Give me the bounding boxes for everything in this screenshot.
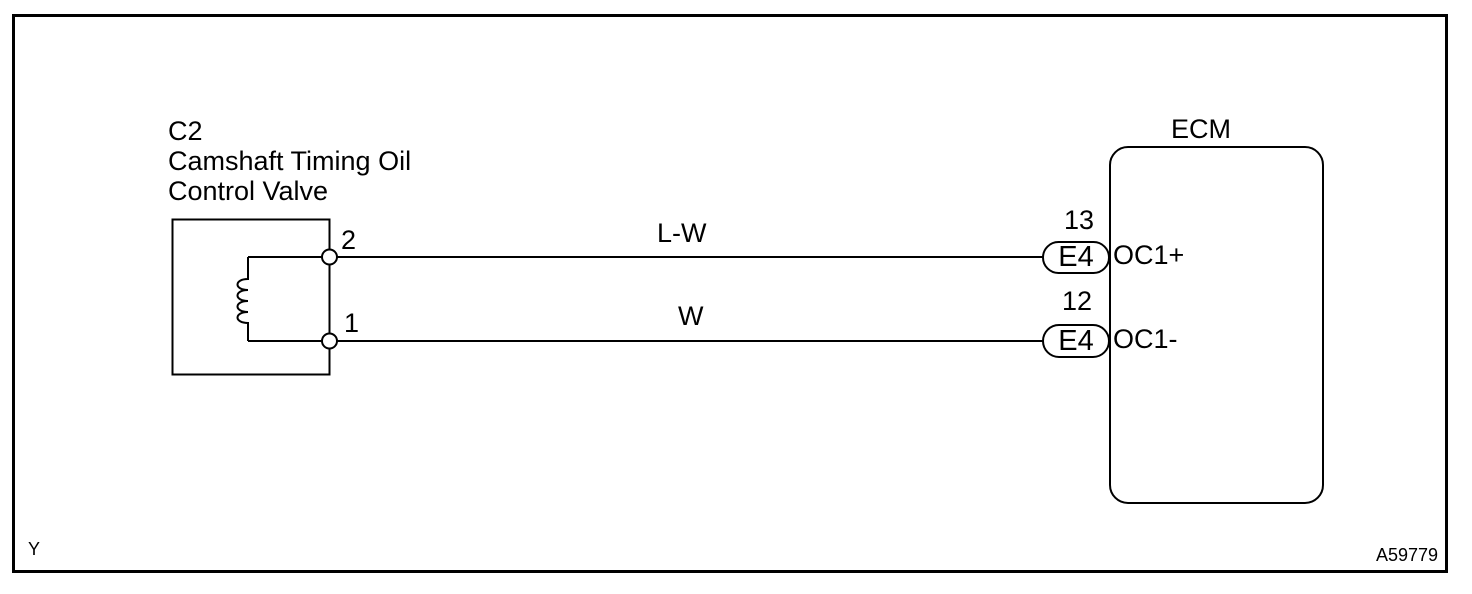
connector-label-e4-top: E4 [1058, 241, 1094, 273]
pin-number-label-13: 13 [1064, 205, 1095, 235]
valve-box [171, 218, 331, 376]
ecm-title: ECM [1171, 114, 1231, 144]
coil-symbol [236, 256, 329, 342]
component-code: C2 [168, 116, 203, 146]
signal-label-oc1-minus: OC1- [1113, 324, 1178, 354]
component-name-line1: Camshaft Timing Oil [168, 146, 412, 176]
terminal-circle-1 [321, 332, 338, 350]
signal-label-oc1-plus: OC1+ [1113, 240, 1185, 270]
component-name-line2: Control Valve [168, 176, 329, 206]
figure-number: A59779 [1375, 545, 1438, 565]
terminal-circle-2 [321, 248, 338, 266]
wire-color-label-w: W [678, 301, 704, 331]
ecm-box [1109, 146, 1324, 504]
diagram-border [12, 14, 1448, 573]
connector-pill-13 [1042, 241, 1110, 274]
footer-page-label: Y [28, 539, 41, 559]
component-label: C2 Camshaft Timing Oil Control Valve [168, 116, 411, 206]
pin-number-label-12: 12 [1062, 286, 1093, 316]
wire-color-label-lw: L-W [657, 218, 707, 248]
terminal-label-2: 2 [341, 225, 357, 255]
connector-pill-12 [1042, 324, 1110, 358]
terminal-label-1: 1 [344, 308, 360, 338]
connector-label-e4-bottom: E4 [1058, 325, 1094, 357]
